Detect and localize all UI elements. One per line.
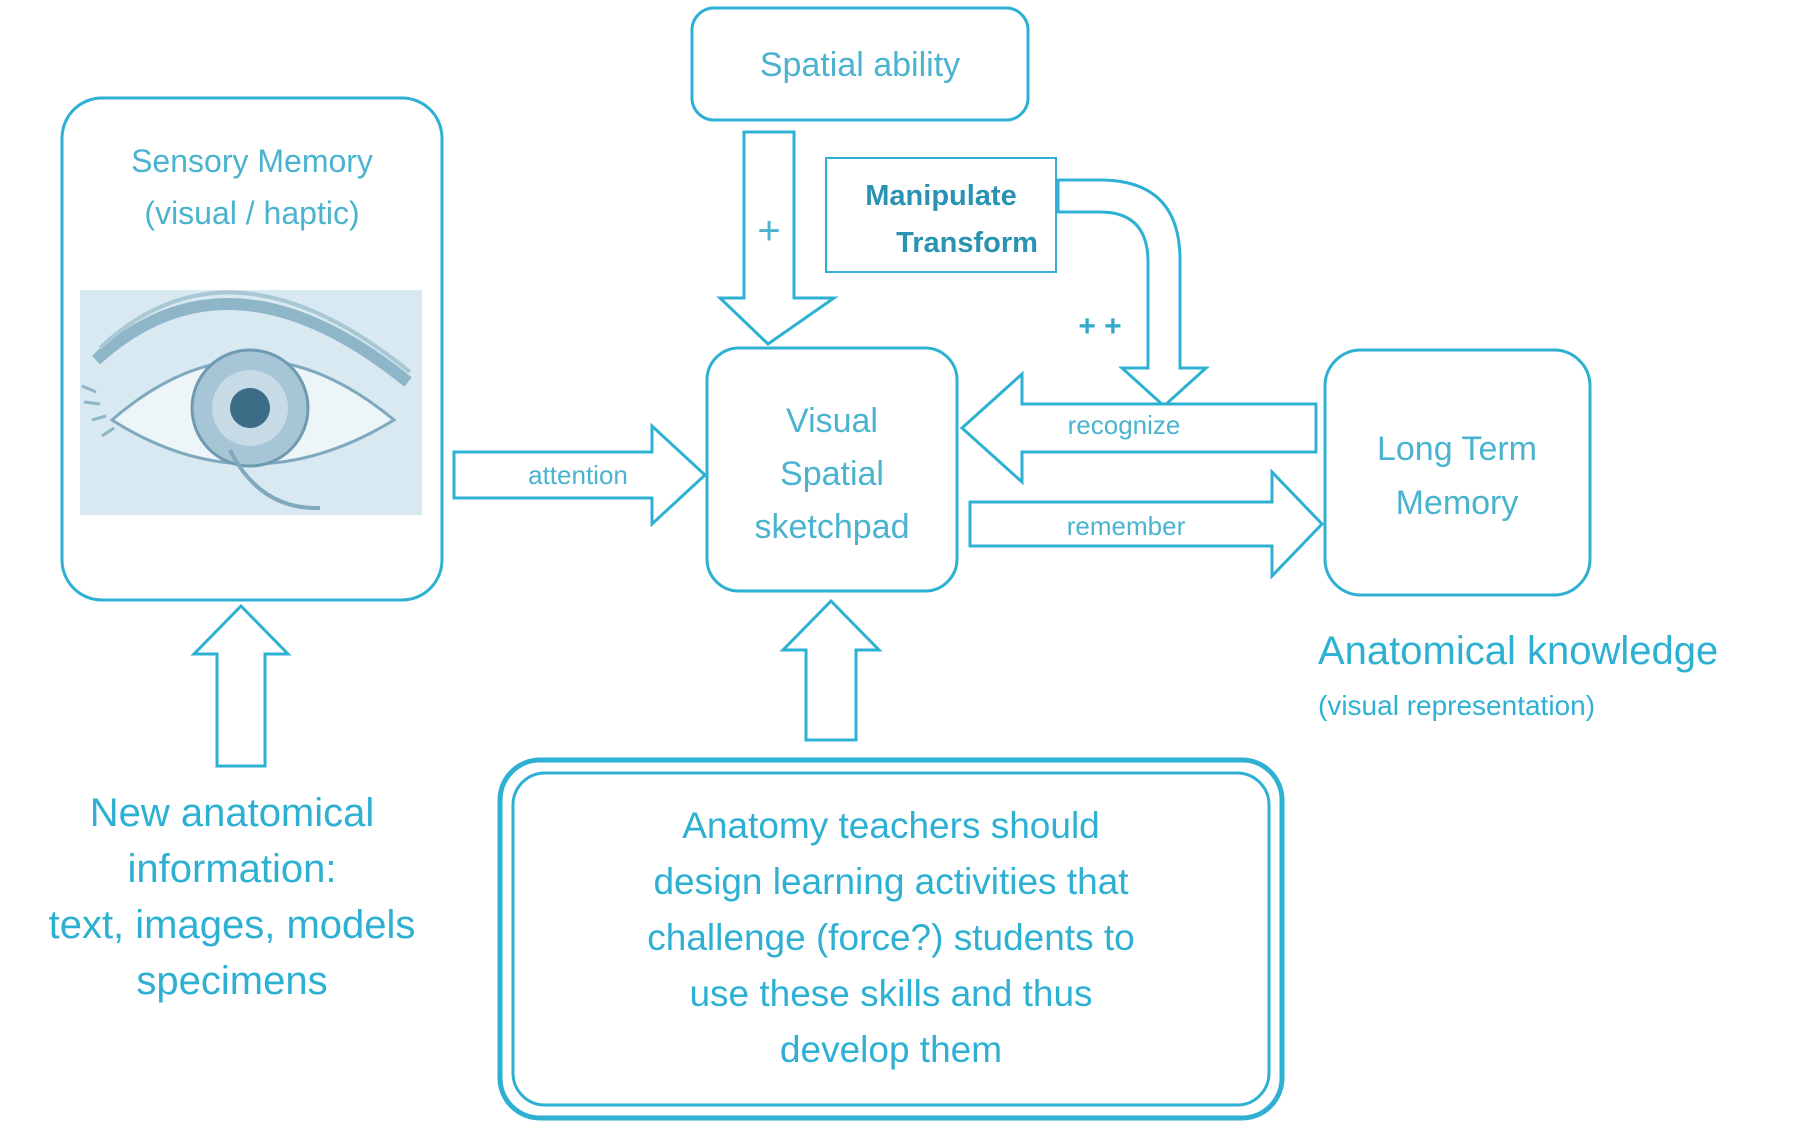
- teachers-line5: develop them: [780, 1029, 1002, 1070]
- new-info-text: New anatomical information: text, images…: [49, 791, 416, 1003]
- teachers-box: Anatomy teachers should design learning …: [497, 757, 1285, 1121]
- sketchpad-node: Visual Spatial sketchpad: [705, 346, 959, 593]
- manipulate-label: Manipulate: [865, 180, 1016, 212]
- sensory-memory-subtitle: (visual / haptic): [144, 195, 359, 231]
- new-info-line4: specimens: [136, 959, 327, 1003]
- spatial-ability-node: Spatial ability: [690, 6, 1030, 122]
- new-info-line2: information:: [128, 847, 337, 891]
- eye-image: [80, 290, 422, 515]
- anatomical-knowledge-annotation: Anatomical knowledge (visual representat…: [1318, 629, 1718, 721]
- sketchpad-line3: sketchpad: [755, 508, 910, 546]
- remember-label: remember: [1067, 511, 1186, 541]
- teachers-line4: use these skills and thus: [689, 973, 1092, 1014]
- attention-label: attention: [528, 460, 628, 490]
- sketchpad-line1: Visual: [786, 402, 878, 440]
- new-info-up-arrow: [190, 603, 292, 768]
- sensory-memory-title: Sensory Memory: [131, 143, 373, 179]
- manipulate-transform-node: Manipulate Transform: [825, 157, 1057, 273]
- spatial-to-sketchpad-arrow: +: [716, 130, 839, 346]
- long-term-memory-node: Long Term Memory: [1323, 348, 1592, 597]
- remember-arrow: remember: [968, 468, 1325, 580]
- new-info-line1: New anatomical: [90, 791, 375, 835]
- plus-label: +: [757, 209, 780, 253]
- new-info-line3: text, images, models: [49, 903, 416, 947]
- manipulate-curved-arrow: + +: [1056, 178, 1210, 409]
- recognize-label: recognize: [1068, 410, 1181, 440]
- anatomical-knowledge-label: Anatomical knowledge: [1318, 629, 1718, 673]
- sketchpad-line2: Spatial: [780, 455, 884, 493]
- teachers-line2: design learning activities that: [653, 861, 1129, 902]
- long-term-line1: Long Term: [1377, 430, 1537, 468]
- recognize-arrow: recognize: [959, 370, 1318, 486]
- visual-representation-label: (visual representation): [1318, 690, 1595, 721]
- sensory-memory-node: Sensory Memory (visual / haptic): [60, 96, 444, 602]
- transform-label: Transform: [896, 227, 1038, 259]
- long-term-line2: Memory: [1396, 484, 1519, 522]
- plus-plus-label: + +: [1078, 310, 1121, 343]
- teachers-line1: Anatomy teachers should: [682, 805, 1100, 846]
- teachers-line3: challenge (force?) students to: [647, 917, 1134, 958]
- teachers-up-arrow: [779, 598, 883, 742]
- attention-arrow: attention: [452, 422, 708, 528]
- spatial-ability-label: Spatial ability: [760, 46, 960, 84]
